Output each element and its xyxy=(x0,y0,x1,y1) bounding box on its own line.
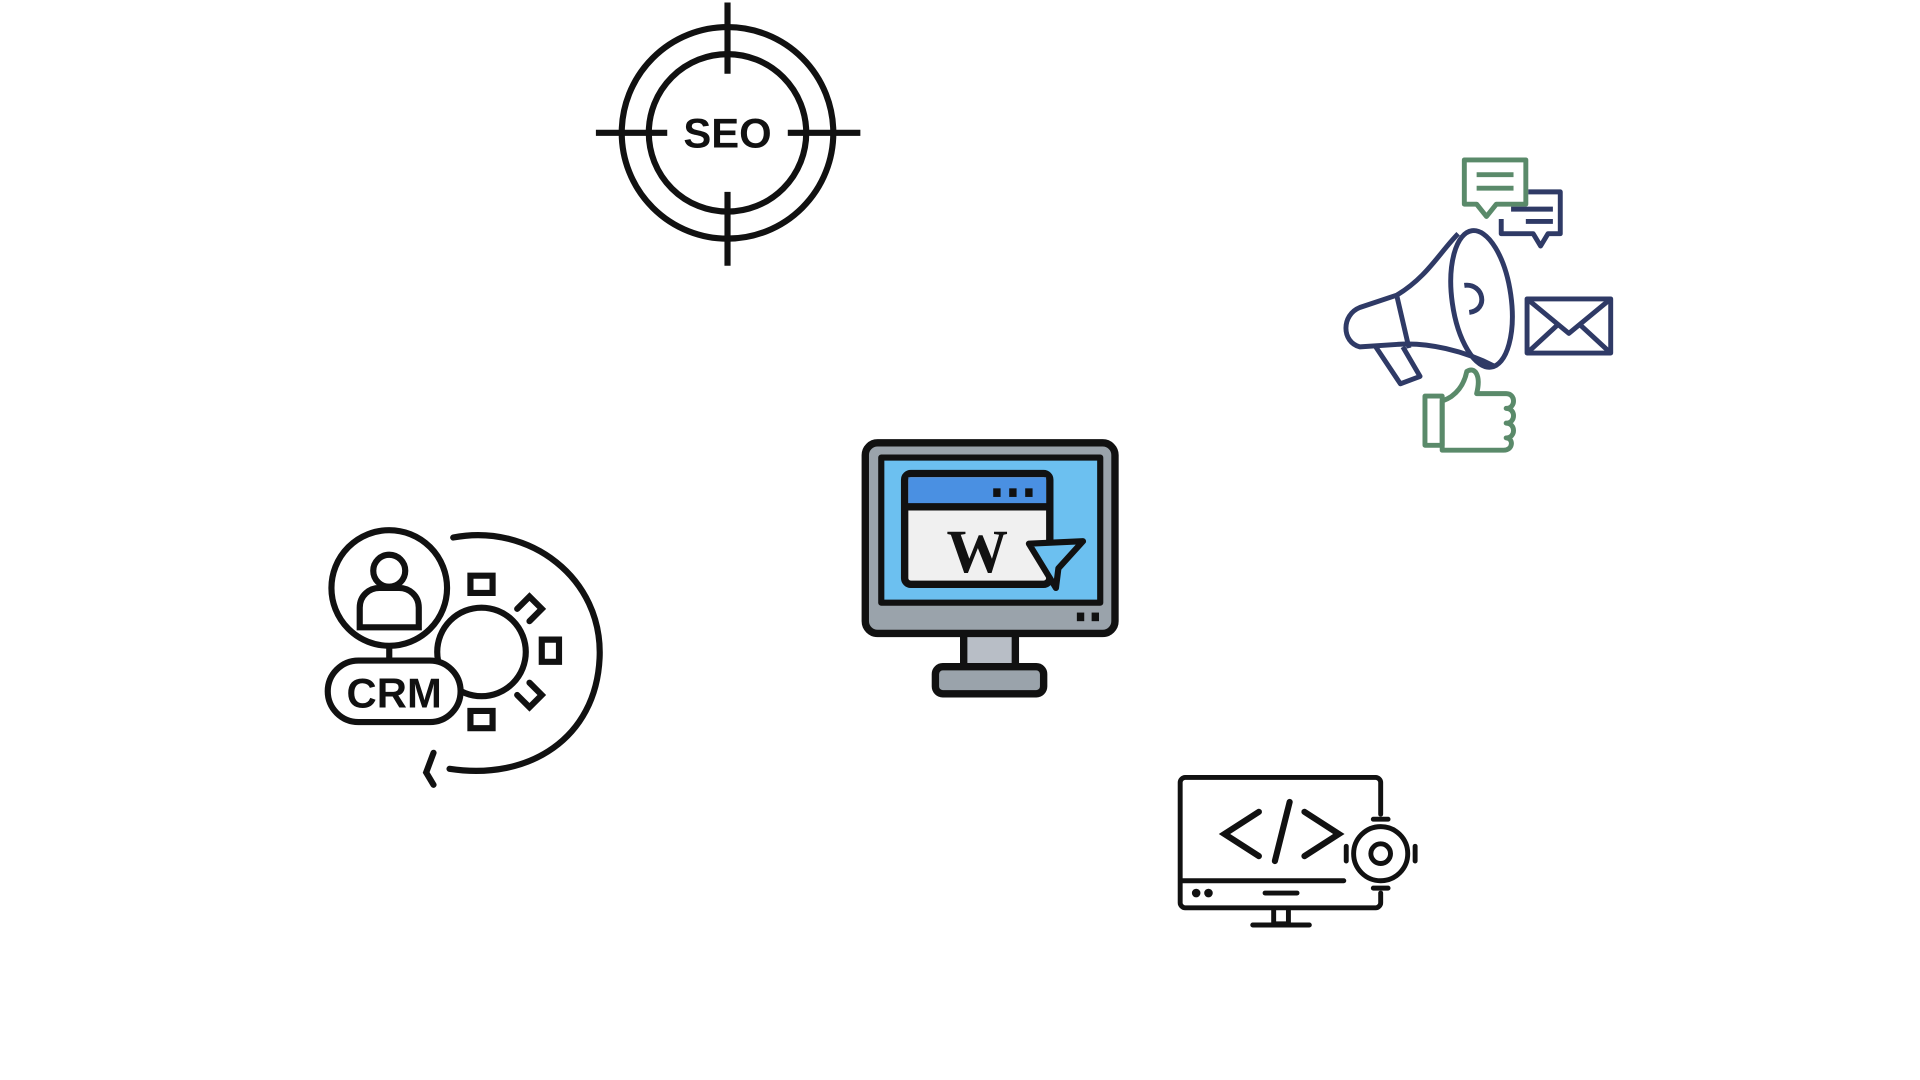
website-w-label: W xyxy=(946,518,1008,586)
crm-icon: CRM xyxy=(324,527,603,788)
code-brackets-icon xyxy=(1218,798,1345,865)
chat-bubbles-icon xyxy=(1461,157,1563,249)
cursor-funnel-icon xyxy=(1025,538,1087,592)
settings-gear-icon xyxy=(1343,816,1418,891)
code-settings-monitor-icon xyxy=(1177,774,1418,928)
crm-label: CRM xyxy=(347,669,442,716)
website-monitor-icon: W xyxy=(861,439,1119,698)
marketing-megaphone-icon xyxy=(1343,157,1614,453)
megaphone-icon xyxy=(1343,228,1515,387)
seo-label: SEO xyxy=(683,110,771,157)
seo-target-icon: SEO xyxy=(595,2,861,266)
thumbs-up-icon xyxy=(1422,367,1516,453)
email-icon xyxy=(1524,296,1614,356)
gear-icon xyxy=(434,572,563,732)
